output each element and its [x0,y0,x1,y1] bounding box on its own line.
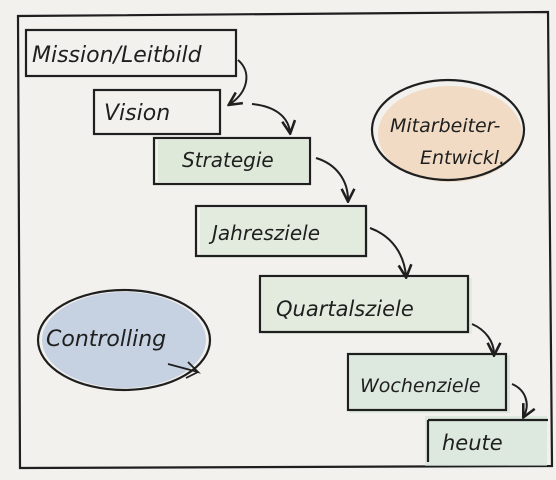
bubble-controlling: Controlling [36,288,212,392]
arrow-mission-to-vision [230,59,248,104]
bubble-mitarbeiter-entwicklung: Mitarbeiter- Entwickl. [370,78,526,182]
wash-quartalsziele [262,278,472,334]
step-label: heute [442,431,503,455]
wash-strategie [158,140,308,182]
step-label: Mission/Leitbild [32,43,203,68]
wash-wochenziele [350,355,510,413]
bubble-text-line2: Entwickl. [420,147,505,169]
bubble-text-line1: Mitarbeiter- [390,115,501,137]
arrow-jahresziele-to-quartalsziele [369,227,406,276]
step-wochenziele: Wochenziele [346,352,508,412]
arrow-strategie-to-jahresziele [315,157,348,200]
step-label: Jahresziele [208,221,320,245]
step-strategie: Strategie [152,136,312,186]
controlling-underline-arrow [167,361,202,379]
arrow-vision-to-strategie [251,103,290,132]
paper-frame [16,10,554,470]
step-label: Vision [104,101,170,126]
step-heute: heute [426,418,548,462]
step-label: Strategie [182,148,274,172]
bubble-text: Controlling [46,327,166,352]
step-label: Quartalsziele [276,297,414,321]
wash-jahresziele [200,208,368,258]
step-jahresziele: Jahresziele [194,204,368,258]
step-mission-leitbild: Mission/Leitbild [24,28,238,78]
step-quartalsziele: Quartalsziele [258,274,470,334]
step-vision: Vision [92,88,222,136]
wash-heute [425,416,547,466]
step-label: Wochenziele [360,375,481,397]
arrow-wochenziele-to-heute [511,383,527,416]
arrow-quartalsziele-to-wochenziele [471,323,494,354]
